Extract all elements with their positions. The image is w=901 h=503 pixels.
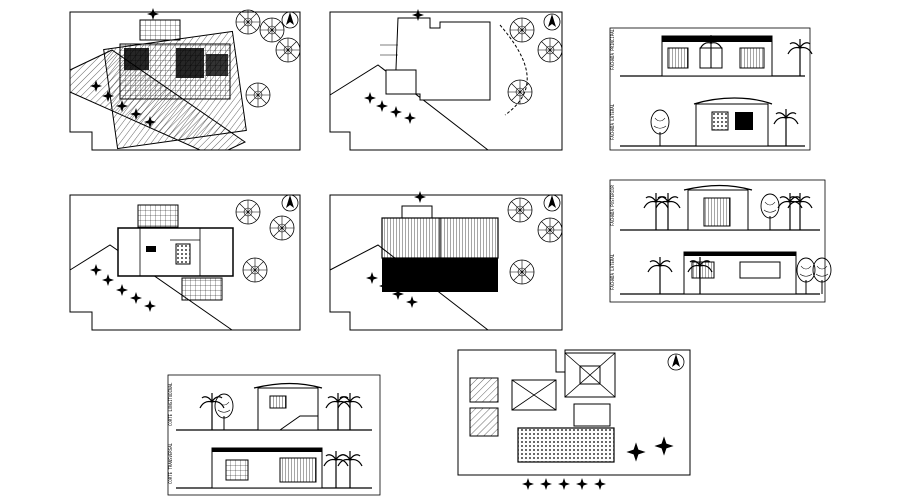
- elevations-set-b: FACHADA POSTERIOR FACHADA LATERAL: [609, 179, 832, 303]
- site-plan-outline: [329, 9, 563, 151]
- roof-plan: [329, 191, 563, 331]
- landscape-plan: [457, 349, 691, 490]
- tree-icon: [235, 9, 261, 35]
- elevations-set-a: FACHADA PRINCIPAL FACHADA LATERAL: [609, 27, 813, 151]
- svg-text:FACHADA POSTERIOR: FACHADA POSTERIOR: [610, 184, 615, 226]
- svg-text:FACHADA LATERAL: FACHADA LATERAL: [610, 103, 615, 140]
- svg-text:FACHADA LATERAL: FACHADA LATERAL: [610, 253, 615, 290]
- ground-floor-plan: [69, 194, 301, 331]
- svg-text:CORTE LONGITUDINAL: CORTE LONGITUDINAL: [168, 382, 173, 426]
- north-arrow-icon: [281, 11, 299, 29]
- sections-set: CORTE LONGITUDINAL CORTE TRANSVERSAL: [167, 374, 381, 496]
- site-plan-furnished: [69, 8, 301, 151]
- svg-text:CORTE TRANSVERSAL: CORTE TRANSVERSAL: [168, 442, 173, 484]
- svg-text:FACHADA PRINCIPAL: FACHADA PRINCIPAL: [610, 28, 615, 70]
